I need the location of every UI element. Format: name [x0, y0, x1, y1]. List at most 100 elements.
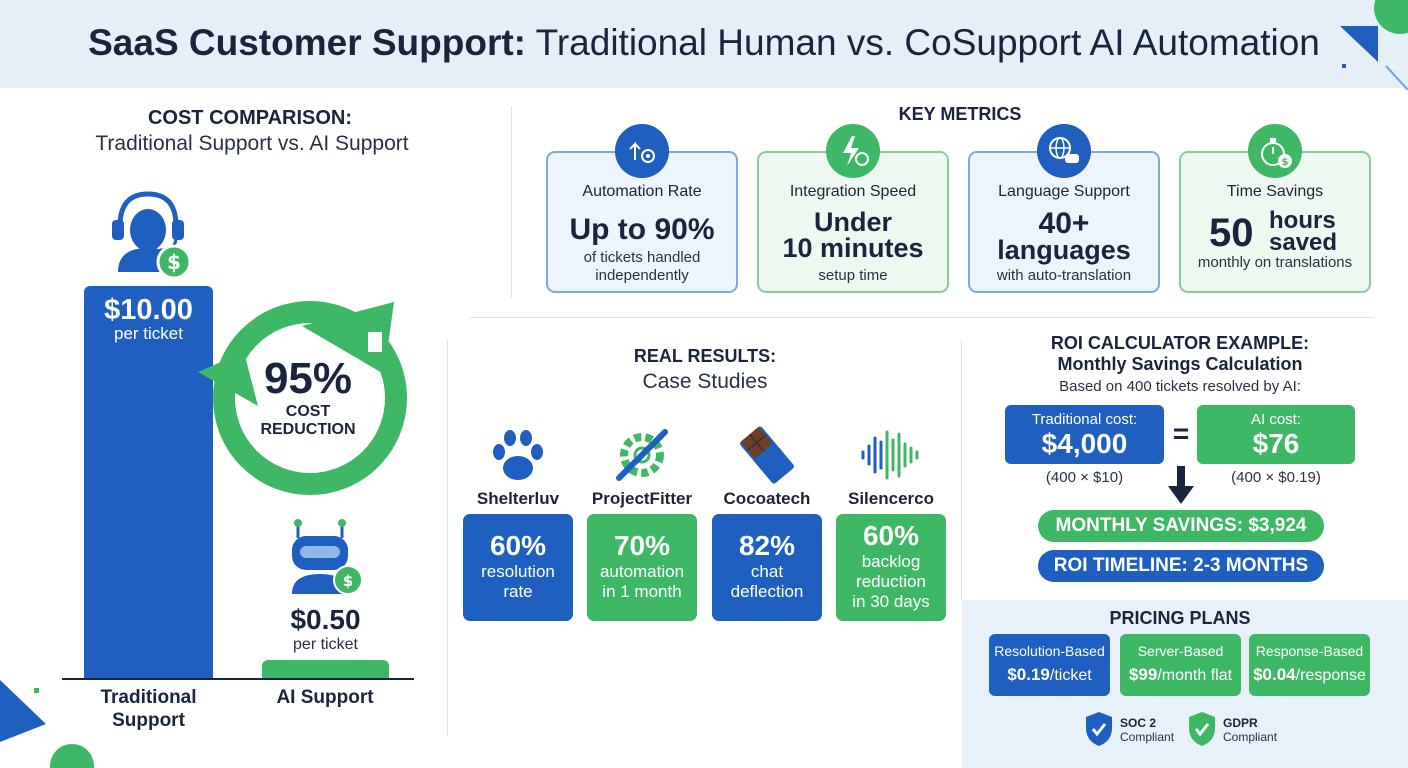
case-desc: automation: [599, 562, 685, 581]
case-name: Cocoatech: [723, 489, 811, 508]
results-subheading: Case Studies: [642, 370, 768, 393]
metric-card-automation: Automation Rate Up to 90% of tickets han…: [546, 151, 738, 293]
roi-ai-box: AI cost: $76: [1197, 405, 1355, 464]
metric-desc: of tickets handled: [583, 249, 701, 266]
bottom-left-decoration: [0, 680, 94, 768]
case-desc: reduction: [856, 572, 926, 591]
roi-trad-value: $4,000: [1041, 428, 1128, 459]
divider: [511, 106, 512, 298]
case-pct: 60%: [862, 520, 920, 551]
metric-value: saved: [1269, 229, 1338, 256]
case-card-silencerco: 60% backlog reduction in 30 days: [836, 514, 946, 621]
page-title: SaaS Customer Support: Traditional Human…: [88, 22, 1320, 63]
gdpr-shield-icon: [1189, 712, 1215, 746]
metric-value: 40+: [1038, 207, 1090, 240]
ai-cost-bar: [262, 660, 389, 678]
metric-desc: monthly on translations: [1197, 254, 1353, 271]
case-card-projectfitter: 70% automation in 1 month: [587, 514, 697, 621]
support-agent-icon: $: [112, 191, 192, 278]
roi-heading: ROI CALCULATOR EXAMPLE:: [1050, 333, 1310, 353]
soc2-shield-icon: [1086, 712, 1112, 746]
chocolate-bar-icon: [740, 426, 794, 484]
plan-card-server: Server-Based $99/month flat: [1120, 634, 1241, 696]
plan-card-resolution: Resolution-Based $0.19/ticket: [989, 634, 1110, 696]
soc2-sub: Compliant: [1120, 730, 1175, 744]
plan-price: $0.04: [1253, 665, 1296, 684]
metric-card-language: Language Support 40+ languages with auto…: [968, 151, 1160, 293]
case-desc: deflection: [730, 582, 804, 601]
case-pct: 70%: [613, 530, 671, 561]
gdpr-label: GDPR: [1223, 716, 1258, 730]
plan-unit: /ticket: [1049, 667, 1092, 684]
lightning-clock-icon: [826, 124, 880, 178]
chart-baseline: [62, 678, 414, 680]
traditional-label-line1: Traditional: [100, 687, 197, 708]
divider: [447, 340, 448, 736]
divider: [470, 317, 1374, 318]
metric-desc: setup time: [818, 267, 888, 284]
monthly-savings-pill: MONTHLY SAVINGS: $3,924: [1038, 510, 1324, 542]
reduction-line2: REDUCTION: [260, 421, 356, 438]
traditional-cost-bar: [84, 286, 213, 678]
gdpr-sub: Compliant: [1223, 730, 1278, 744]
stopwatch-dollar-icon: $: [1248, 124, 1302, 178]
reduction-line1: COST: [285, 403, 331, 420]
roi-basis: Based on 400 tickets resolved by AI:: [1059, 378, 1301, 395]
metric-desc: with auto-translation: [996, 267, 1132, 284]
soc2-label: SOC 2: [1120, 716, 1157, 730]
cost-heading: COST COMPARISON:: [147, 107, 353, 129]
cost-reduction-cycle-icon: [198, 301, 407, 495]
svg-text:$: $: [1282, 157, 1289, 168]
ai-price: $0.50: [290, 604, 361, 635]
roi-ai-label: AI cost:: [1250, 411, 1302, 428]
case-desc: backlog: [861, 552, 921, 571]
metric-label: Language Support: [998, 183, 1130, 200]
plan-price: $99: [1128, 665, 1158, 684]
svg-text:$: $: [167, 250, 181, 274]
metric-label: Time Savings: [1226, 183, 1324, 200]
metrics-heading: KEY METRICS: [898, 104, 1022, 124]
paw-icon: [493, 430, 543, 480]
traditional-label-line2: Support: [112, 710, 185, 731]
roi-timeline-pill: ROI TIMELINE: 2-3 MONTHS: [1038, 550, 1324, 582]
pricing-heading: PRICING PLANS: [1109, 608, 1251, 628]
plan-unit: /month flat: [1157, 667, 1233, 684]
roi-subheading: Monthly Savings Calculation: [1057, 354, 1303, 374]
metric-value: 10 minutes: [782, 233, 924, 263]
reduction-percent: 95%: [263, 354, 353, 403]
plan-name: Response-Based: [1255, 643, 1364, 659]
plan-unit: /response: [1295, 667, 1366, 684]
svg-text:$: $: [343, 572, 353, 590]
corner-decoration: [1340, 0, 1408, 90]
ai-robot-icon: $: [292, 519, 363, 595]
metric-label: Automation Rate: [582, 183, 702, 200]
metric-desc: independently: [595, 267, 689, 284]
case-desc: chat: [750, 562, 784, 581]
automation-gear-icon: [615, 124, 669, 178]
plan-card-response: Response-Based $0.04/response: [1249, 634, 1370, 696]
metric-label: Integration Speed: [789, 183, 917, 200]
ai-unit: per ticket: [293, 636, 358, 653]
metric-value: hours: [1269, 207, 1336, 234]
roi-equals: =: [1172, 418, 1190, 449]
case-name: Silencerco: [848, 489, 934, 508]
case-desc: in 30 days: [852, 592, 930, 611]
traditional-price: $10.00: [104, 294, 193, 326]
globe-chat-icon: [1037, 124, 1091, 178]
case-card-cocoatech: 82% chat deflection: [712, 514, 822, 621]
case-name: ProjectFitter: [591, 489, 693, 508]
case-desc: in 1 month: [602, 582, 682, 601]
plan-price: $0.19: [1007, 665, 1050, 684]
plan-name: Resolution-Based: [994, 643, 1105, 659]
gear-wrench-icon: [616, 429, 668, 481]
header-band: [0, 0, 1408, 88]
metric-value: 50: [1209, 211, 1254, 255]
arrow-down-icon: [1168, 466, 1194, 504]
case-pct: 60%: [489, 530, 547, 561]
roi-trad-calc: (400 × $10): [1045, 469, 1124, 486]
metric-value: Up to 90%: [569, 213, 715, 246]
case-name: Shelterluv: [476, 489, 560, 508]
case-desc: resolution: [481, 562, 555, 581]
results-heading: REAL RESULTS:: [633, 346, 777, 366]
soundwave-icon: [861, 430, 919, 480]
